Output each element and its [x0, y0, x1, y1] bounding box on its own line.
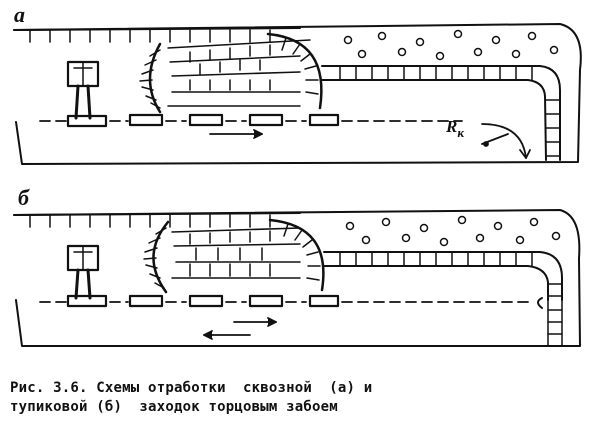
- panel-a-frontal-arc: [266, 32, 323, 110]
- panel-a-face-arc: [148, 42, 162, 114]
- turning-radius-label: Rк: [445, 117, 464, 140]
- panel-a-label: а: [14, 2, 25, 27]
- panel-a-top-wall: [13, 27, 301, 31]
- panel-a-rock-layers: [167, 39, 311, 107]
- panel-b-trucks: [128, 294, 340, 308]
- panel-a-excavation-outline: [13, 23, 582, 165]
- panel-b-excavator: [66, 244, 108, 308]
- turning-radius-symbol: R: [445, 117, 457, 136]
- panel-b-frontal-hatch: [283, 223, 321, 281]
- panel-b-face-hatch: [143, 227, 167, 289]
- panel-b-diagram: [13, 209, 581, 347]
- panel-a-excavator: [66, 60, 108, 128]
- panel-a-direction-arrow: [209, 129, 263, 139]
- panel-b-face-arc: [152, 220, 170, 294]
- panel-b-top-wall: [13, 212, 301, 216]
- caption-line-2: тупиковой (б) заходок торцовым забоем: [10, 399, 338, 415]
- panel-b-top-ticks: [29, 214, 271, 228]
- caption-line-1: Рис. 3.6. Схемы отработки сквозной (а) и: [10, 380, 373, 396]
- panel-b-label: б: [18, 185, 30, 210]
- panel-a-bench-hatch: [339, 65, 561, 157]
- panel-b-dead-end-hatch: [547, 309, 563, 335]
- panel-b-bench-edge: [323, 251, 563, 301]
- panel-b-rock-layers: [171, 227, 301, 279]
- turning-radius-subscript: к: [457, 125, 464, 140]
- panel-b-frontal-arc: [268, 218, 325, 292]
- panel-a-face-hatch: [139, 49, 161, 109]
- panel-b-excavation-outline: [13, 209, 581, 347]
- figure-caption: Рис. 3.6. Схемы отработки сквозной (а) и…: [10, 379, 595, 417]
- panel-a-rock-fragments: [343, 29, 559, 61]
- panel-a-diagram: [13, 23, 582, 165]
- panel-b-turn-mark: [537, 297, 543, 309]
- panel-a-trucks: [128, 113, 340, 127]
- panel-b-bench-hatch: [339, 251, 563, 297]
- panel-b-dead-end: [547, 299, 563, 347]
- panel-b-bench-inner: [323, 265, 549, 301]
- panel-a-bench-edge: [321, 65, 561, 161]
- panel-b-direction-arrows: [203, 317, 277, 340]
- panel-a-top-ticks: [29, 29, 271, 43]
- panel-a-bench-inner: [321, 79, 547, 161]
- panel-a-frontal-hatch: [281, 37, 319, 95]
- panel-b-rock-fragments: [345, 215, 561, 247]
- panel-a-turning-radius: [481, 123, 531, 159]
